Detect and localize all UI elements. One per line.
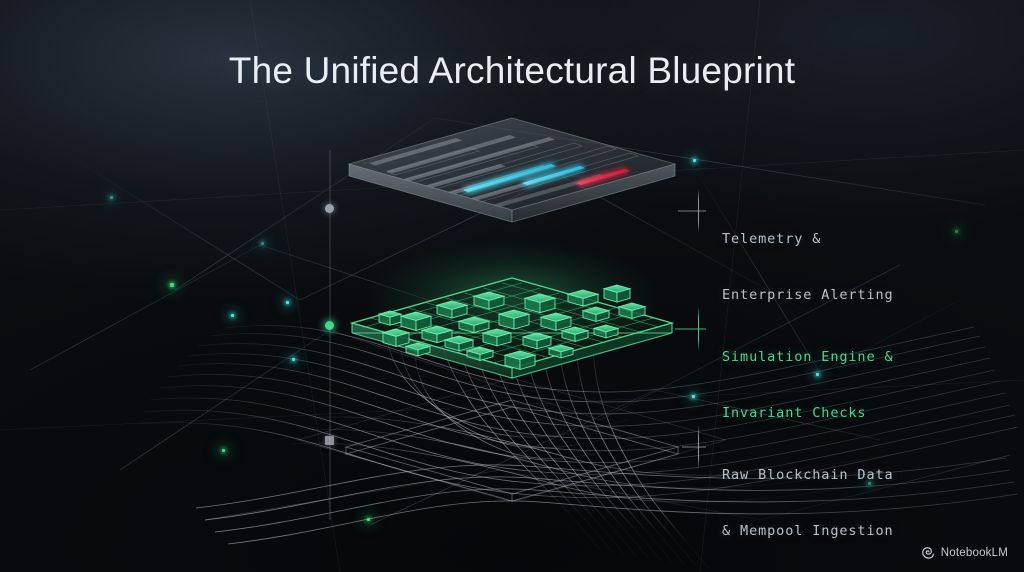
red-alert-bar [576, 169, 630, 185]
particle-cyan-4 [292, 358, 295, 361]
particle-green-4 [955, 230, 958, 233]
callout-telemetry: Telemetry & Enterprise Alerting [722, 193, 894, 341]
notebooklm-watermark: NotebookLM [921, 546, 1008, 560]
cyan-signal-bar-2 [522, 166, 585, 185]
particle-cyan-9 [110, 196, 113, 199]
callout-simulation-line1: Simulation Engine & [722, 349, 894, 365]
callout-telemetry-line1: Telemetry & [722, 231, 822, 247]
callout-tick-simulation [698, 307, 699, 351]
particle-cyan-2 [286, 301, 289, 304]
simulation-slab-body [349, 277, 675, 379]
simulation-grid-lines [361, 282, 663, 364]
callout-simulation: Simulation Engine & Invariant Checks [722, 311, 894, 459]
telemetry-signal-tracks [352, 133, 640, 210]
axis-node-raw [325, 436, 334, 445]
particle-cyan-5 [693, 159, 696, 162]
particle-cyan-1 [231, 314, 234, 317]
particle-green-2 [222, 449, 225, 452]
particle-cyan-6 [692, 395, 695, 398]
particle-green-3 [367, 518, 370, 521]
particle-cyan-3 [261, 242, 264, 245]
raw-data-slab [344, 399, 680, 502]
callout-simulation-line2: Invariant Checks [722, 404, 867, 421]
callout-tick-raw [698, 425, 699, 469]
notebooklm-spark-icon [921, 546, 935, 560]
callout-raw-data: Raw Blockchain Data & Mempool Ingestion [722, 429, 894, 572]
axis-node-simulation [325, 321, 334, 330]
page-title: The Unified Architectural Blueprint [228, 50, 796, 91]
simulation-cubes [377, 284, 647, 370]
callout-raw-line1: Raw Blockchain Data [722, 467, 894, 483]
particle-green-1 [170, 283, 174, 287]
callout-raw-line2: & Mempool Ingestion [722, 522, 894, 539]
axis-node-telemetry [325, 204, 334, 213]
callout-telemetry-line2: Enterprise Alerting [722, 286, 894, 303]
callout-tick-telemetry [698, 189, 699, 233]
cyan-signal-bar-1 [463, 164, 556, 192]
notebooklm-watermark-label: NotebookLM [940, 547, 1008, 559]
